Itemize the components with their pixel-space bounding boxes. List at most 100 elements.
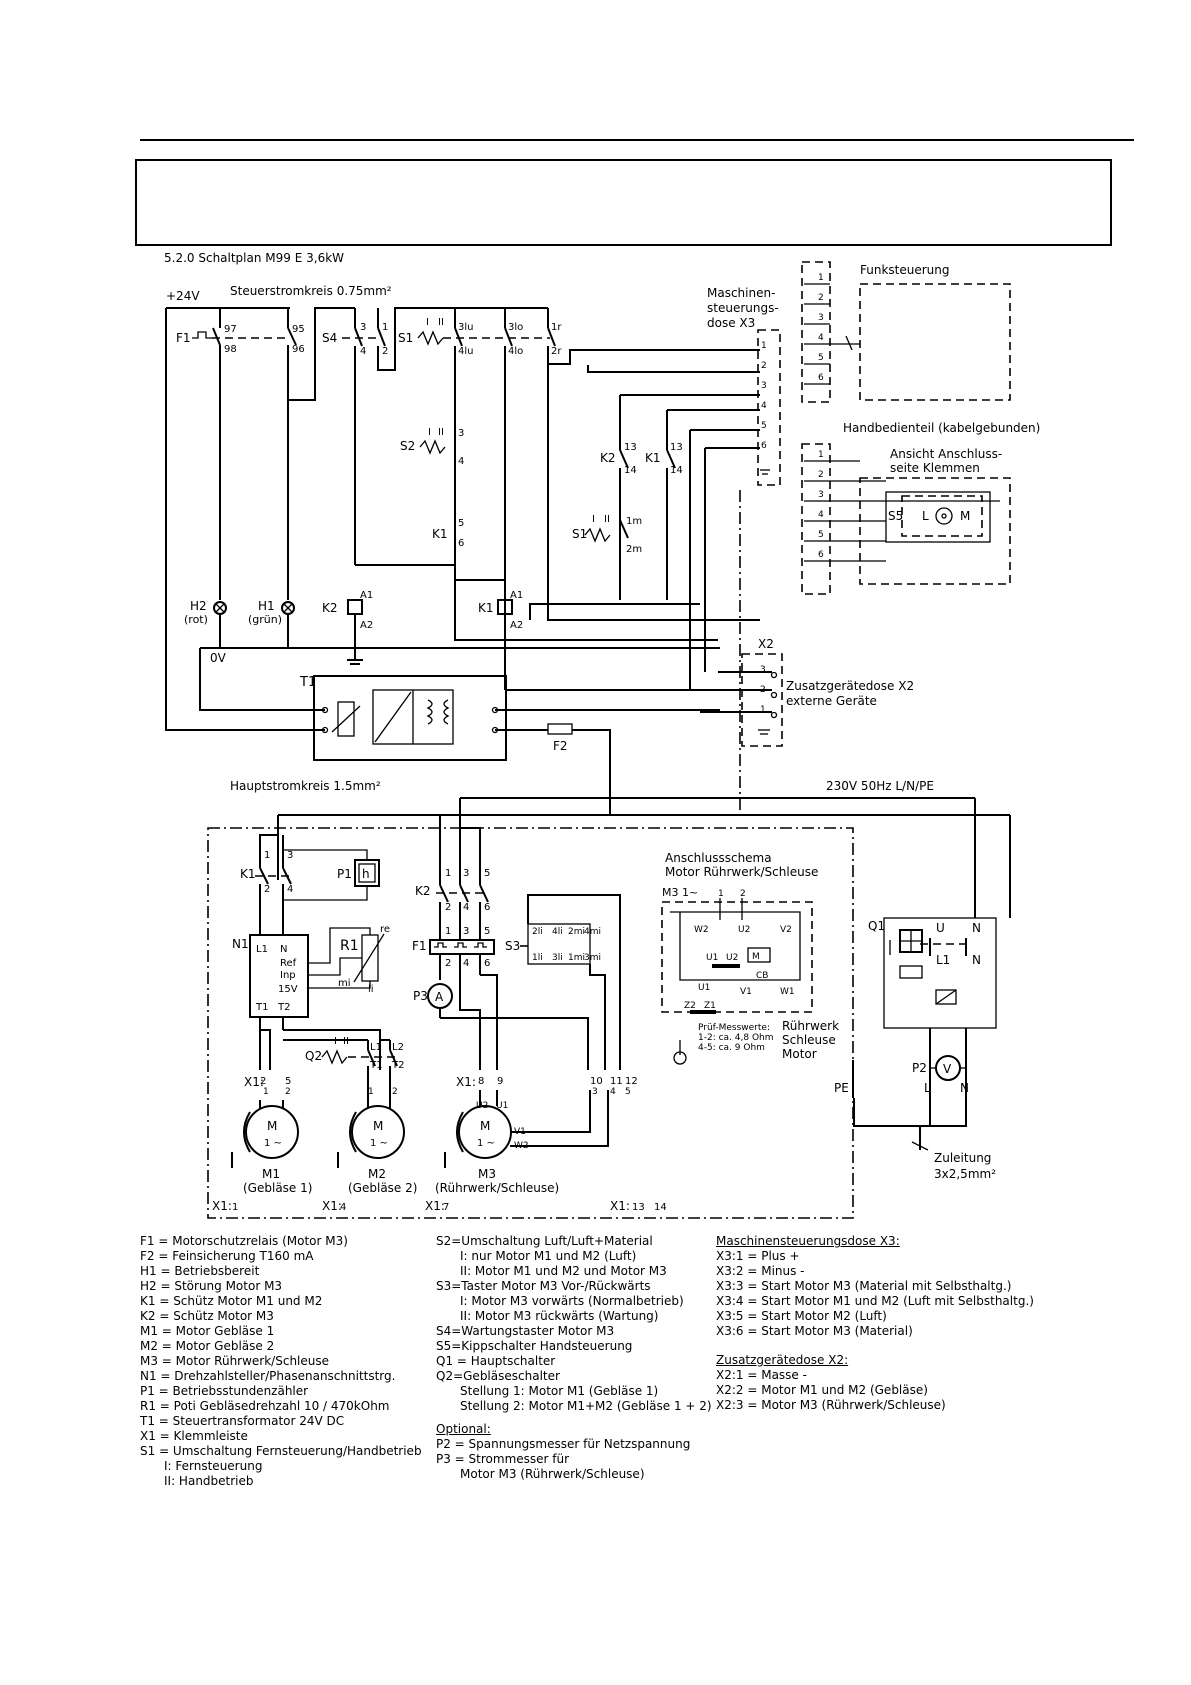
legend-item: N1 = Drehzahlsteller/Phasenanschnittstrg…: [140, 1369, 396, 1383]
svg-text:U2: U2: [726, 953, 738, 963]
svg-text:2: 2: [264, 884, 270, 895]
legend-item: P3 = Strommesser für: [436, 1452, 570, 1466]
svg-text:V1: V1: [740, 987, 752, 997]
f1-thermal-overload: F1 1 3 5 2 4 6: [412, 926, 495, 980]
legend-item: F2 = Feinsicherung T160 mA: [140, 1249, 314, 1263]
legend-item: P2 = Spannungsmesser für Netzspannung: [436, 1437, 691, 1451]
svg-text:P3: P3: [413, 989, 428, 1003]
svg-text:4: 4: [818, 510, 824, 520]
svg-text:dose X3: dose X3: [707, 316, 755, 330]
svg-text:L1: L1: [936, 953, 950, 967]
legend-item: I: Motor M3 vorwärts (Normalbetrieb): [460, 1294, 684, 1308]
svg-text:5: 5: [285, 1076, 291, 1087]
l-label: L: [924, 1081, 931, 1095]
svg-text:Z1: Z1: [704, 1001, 716, 1011]
svg-text:1: 1: [382, 322, 388, 333]
legend-item: S4=Wartungstaster Motor M3: [436, 1324, 615, 1338]
legend-item: II: Handbetrieb: [164, 1474, 254, 1488]
f1-motor-protection-relay: F1 97 98 95 96: [176, 308, 305, 600]
svg-text:S1: S1: [572, 527, 587, 541]
svg-text:S2: S2: [400, 439, 415, 453]
svg-text:Inp: Inp: [280, 970, 296, 981]
svg-text:3mi: 3mi: [584, 953, 601, 963]
legend-item: F1 = Motorschutzrelais (Motor M3): [140, 1234, 348, 1248]
svg-text:Zusatzgerätedose X2: Zusatzgerätedose X2: [786, 679, 914, 693]
svg-text:I: I: [592, 514, 595, 525]
svg-text:1: 1: [818, 273, 824, 283]
svg-text:6: 6: [818, 373, 824, 383]
svg-text:M: M: [373, 1119, 383, 1133]
svg-text:I: I: [426, 317, 429, 328]
svg-text:P2: P2: [912, 1061, 927, 1075]
svg-text:6: 6: [484, 902, 490, 913]
h1-ready-lamp: H1 (grün): [248, 599, 295, 648]
svg-text:6: 6: [484, 958, 490, 969]
svg-text:Maschinen-: Maschinen-: [707, 286, 775, 300]
x2-auxiliary-socket: X2 3 2 1 Zusatzgerätedose X2 externe Ger…: [741, 637, 914, 747]
svg-text:1 ~: 1 ~: [370, 1138, 388, 1149]
legend-item: P1 = Betriebsstundenzähler: [140, 1384, 309, 1398]
svg-text:S1: S1: [398, 331, 413, 345]
svg-text:Anschlussschema: Anschlussschema: [665, 851, 772, 865]
svg-text:M: M: [480, 1119, 490, 1133]
svg-text:2mi: 2mi: [568, 927, 585, 937]
svg-text:4lo: 4lo: [508, 346, 523, 357]
svg-text:6: 6: [818, 550, 824, 560]
legend-item: Stellung 1: Motor M1 (Gebläse 1): [460, 1384, 659, 1398]
svg-text:L1: L1: [256, 944, 268, 955]
svg-text:4mi: 4mi: [584, 927, 601, 937]
svg-text:S4: S4: [322, 331, 337, 345]
svg-text:(grün): (grün): [248, 613, 282, 626]
svg-text:13: 13: [670, 442, 683, 453]
legend-item: I: nur Motor M1 und M2 (Luft): [460, 1249, 637, 1263]
k2-main-contacts: K2 1 3 5 2 4 6: [415, 798, 490, 940]
svg-text:CB: CB: [756, 971, 768, 981]
svg-text:3: 3: [592, 1087, 598, 1097]
svg-text:X1:: X1:: [610, 1199, 630, 1213]
svg-text:2li: 2li: [532, 927, 543, 937]
svg-text:W2: W2: [694, 925, 709, 935]
svg-text:2m: 2m: [626, 544, 642, 555]
svg-text:3: 3: [760, 665, 766, 675]
svg-text:6: 6: [458, 538, 464, 549]
svg-text:1: 1: [818, 450, 824, 460]
svg-text:II: II: [438, 427, 444, 438]
svg-text:K1: K1: [645, 451, 661, 465]
svg-text:T1: T1: [299, 675, 316, 690]
svg-text:Handbedienteil (kabelgebunden): Handbedienteil (kabelgebunden): [843, 421, 1040, 435]
legend-item: M3 = Motor Rührwerk/Schleuse: [140, 1354, 330, 1368]
svg-text:A1: A1: [510, 590, 523, 601]
legend-item: II: Motor M1 und M2 und Motor M3: [460, 1264, 667, 1278]
svg-text:1 ~: 1 ~: [264, 1138, 282, 1149]
x3-machine-control-socket: Maschinen- steuerungs- dose X3 1 2 3 4 5…: [707, 286, 781, 486]
svg-text:4li: 4li: [552, 927, 563, 937]
svg-text:K2: K2: [415, 884, 431, 898]
control-circuit-title: Steuerstromkreis 0.75mm²: [230, 284, 392, 298]
svg-text:A2: A2: [360, 620, 373, 631]
svg-text:4lu: 4lu: [458, 346, 473, 357]
svg-text:8: 8: [478, 1076, 484, 1087]
legend-item: M1 = Motor Gebläse 1: [140, 1324, 275, 1338]
motor-m3: M 1 ~ M3 (Rührwerk/Schleuse) U2 U1 V1 W2: [435, 1090, 609, 1195]
svg-text:U: U: [936, 921, 945, 935]
legend-item: II: Motor M3 rückwärts (Wartung): [460, 1309, 659, 1323]
svg-text:K1: K1: [240, 867, 256, 881]
svg-text:N: N: [280, 944, 287, 955]
svg-text:11: 11: [610, 1076, 623, 1087]
svg-text:98: 98: [224, 344, 237, 355]
s2-air-material-switch: S2 I II 3 4: [400, 427, 464, 467]
legend-item: I: Fernsteuerung: [164, 1459, 263, 1473]
k2-k1-start-contacts: K2 13 14 K1 13 14: [600, 395, 683, 600]
h2-fault-lamp: H2 (rot): [184, 599, 227, 648]
legend-item: S5=Kippschalter Handsteuerung: [436, 1339, 633, 1353]
svg-text:X1:: X1:: [322, 1199, 342, 1213]
motor-m1: M 1 ~ M1 (Gebläse 1): [231, 1100, 312, 1195]
svg-text:Motor: Motor: [782, 1047, 817, 1061]
svg-text:I: I: [428, 427, 431, 438]
svg-text:4: 4: [463, 902, 469, 913]
p2-voltmeter: P2 V: [912, 1055, 966, 1081]
legend-item: K2 = Schütz Motor M3: [140, 1309, 274, 1323]
svg-text:I: I: [334, 1036, 337, 1047]
pe-label: PE: [834, 1081, 849, 1095]
